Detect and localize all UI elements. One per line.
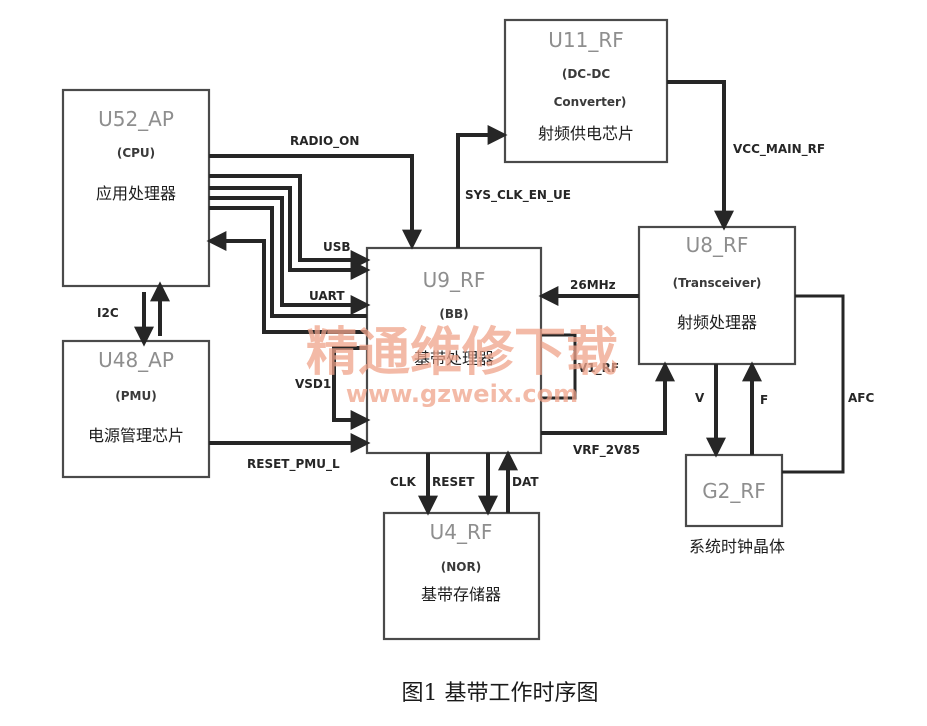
block-u11-id: U11_RF — [548, 28, 624, 52]
figure-caption: 图1 基带工作时序图 — [402, 681, 599, 706]
block-u8-name: 射频处理器 — [677, 313, 757, 332]
wire-afc — [782, 294, 845, 474]
block-u52-frame — [61, 88, 211, 288]
block-u8-sub: (Transceiver) — [673, 276, 762, 290]
block-g2-id: G2_RF — [702, 479, 766, 503]
label-afc: AFC — [848, 391, 874, 405]
block-u9-bb: U9_RF (BB) 基带处理器 — [365, 246, 543, 455]
wire-return-to-cpu — [206, 231, 367, 334]
wire-vsd1 — [332, 346, 371, 430]
wire-sys-clk-en — [456, 125, 508, 248]
label-26mhz: 26MHz — [570, 278, 616, 292]
label-f: F — [760, 393, 768, 407]
block-u48-name: 电源管理芯片 — [88, 426, 184, 445]
wire-vrf — [541, 361, 675, 435]
block-u11-dcdc: U11_RF (DC-DC Converter) 射频供电芯片 — [503, 18, 669, 164]
block-u9-id: U9_RF — [423, 268, 486, 292]
wire-usb — [209, 174, 371, 280]
block-u4-nor: U4_RF (NOR) 基带存储器 — [382, 511, 541, 641]
label-uart: UART — [309, 289, 345, 303]
watermark-url: www.gzweix.com — [346, 380, 578, 408]
block-u4-sub: (NOR) — [441, 560, 481, 574]
block-u11-sub2: Converter) — [554, 95, 627, 109]
block-u9-frame — [365, 246, 543, 455]
label-vrf: VRF_2V85 — [573, 443, 640, 458]
block-g2-frame — [684, 453, 784, 528]
wire-v1-rf — [541, 333, 577, 400]
block-u48-sub: (PMU) — [115, 389, 156, 403]
wire-i2c — [134, 281, 170, 347]
block-u4-frame — [382, 511, 541, 641]
block-u11-sub: (DC-DC — [562, 67, 610, 81]
watermark-title: 精通维修下载 — [306, 323, 618, 383]
wire-uart — [209, 196, 371, 318]
block-u52-id: U52_AP — [98, 107, 174, 131]
block-u11-frame — [503, 18, 669, 164]
block-u8-frame — [637, 225, 797, 366]
label-v: V — [695, 391, 705, 405]
label-i2c: I2C — [97, 306, 119, 320]
block-u52-name: 应用处理器 — [96, 184, 176, 203]
block-g2-name: 系统时钟晶体 — [689, 537, 785, 556]
block-u52-sub: (CPU) — [117, 146, 155, 160]
block-u9-name: 基带处理器 — [414, 349, 494, 368]
label-clk: CLK — [390, 475, 416, 489]
block-u8-id: U8_RF — [686, 233, 749, 257]
label-usb: USB — [323, 240, 351, 254]
label-radio-on: RADIO_ON — [290, 134, 359, 149]
block-u48-pmu: U48_AP (PMU) 电源管理芯片 — [61, 339, 211, 479]
label-reset: RESET — [432, 475, 475, 489]
block-u52-cpu: U52_AP (CPU) 应用处理器 — [61, 88, 211, 288]
label-sys-clk-en: SYS_CLK_EN_UE — [465, 188, 571, 203]
block-u8-transceiver: U8_RF (Transceiver) 射频处理器 — [637, 225, 797, 366]
wire-radio-on — [209, 154, 422, 250]
block-u4-name: 基带存储器 — [421, 585, 501, 604]
label-dat: DAT — [512, 475, 539, 489]
label-v1-rf: V1_RF — [578, 361, 619, 376]
block-g2-crystal: G2_RF 系统时钟晶体 — [684, 453, 785, 556]
block-u4-id: U4_RF — [430, 520, 493, 544]
block-u48-id: U48_AP — [98, 348, 174, 372]
label-vsd1: VSD1 — [295, 377, 331, 391]
block-u9-sub: (BB) — [439, 307, 468, 321]
wire-vcc-main — [667, 80, 734, 231]
label-reset-pmu: RESET_PMU_L — [247, 457, 340, 472]
label-vcc-main: VCC_MAIN_RF — [733, 142, 825, 157]
block-u11-name: 射频供电芯片 — [538, 124, 634, 143]
block-u48-frame — [61, 339, 211, 479]
